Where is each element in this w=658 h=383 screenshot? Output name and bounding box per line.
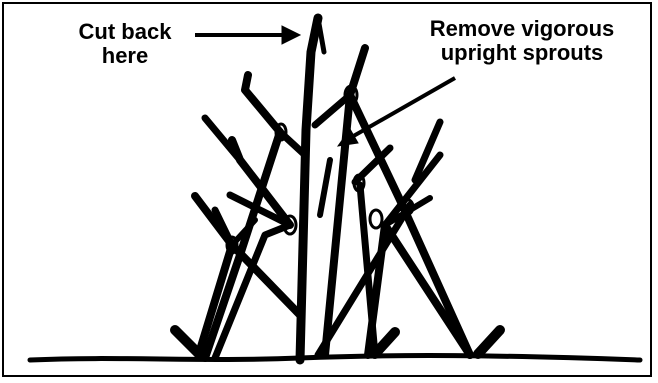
arrow-cut-back bbox=[195, 26, 300, 44]
limb bbox=[350, 95, 470, 355]
remove-sprouts-line1: Remove vigorous bbox=[402, 17, 642, 41]
limb bbox=[175, 330, 200, 355]
remove-sprouts-line2: upright sprouts bbox=[402, 41, 642, 65]
stub bbox=[375, 332, 395, 354]
branch bbox=[320, 160, 330, 215]
cut-back-line1: Cut back bbox=[55, 20, 195, 44]
cut-back-label: Cut back here bbox=[55, 20, 195, 68]
ground-line bbox=[30, 356, 640, 360]
branch bbox=[245, 75, 280, 132]
stub bbox=[478, 330, 500, 354]
remove-sprouts-label: Remove vigorous upright sprouts bbox=[402, 17, 642, 65]
central-leader bbox=[300, 18, 318, 360]
cut-back-line2: here bbox=[55, 44, 195, 68]
